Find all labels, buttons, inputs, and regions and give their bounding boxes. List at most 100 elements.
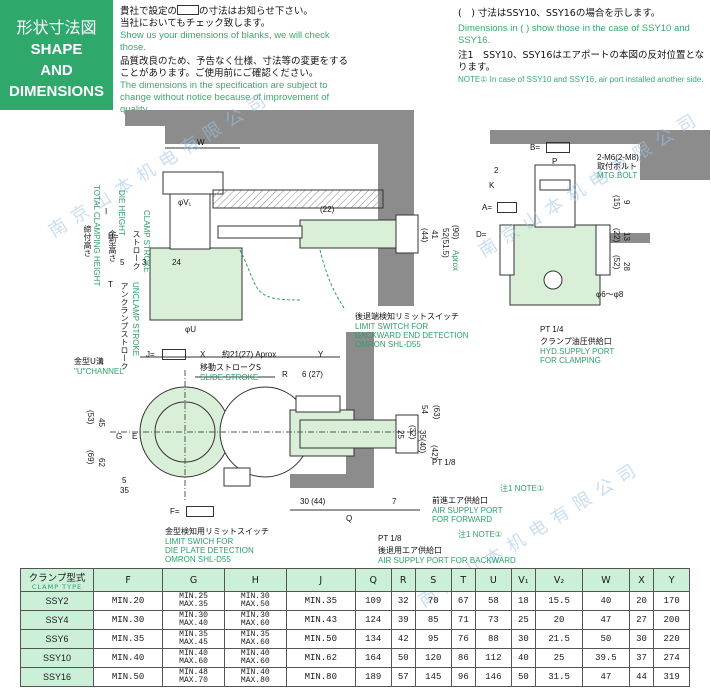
- label-channel-en: "U"CHANNEL: [74, 367, 124, 376]
- plan-cylinder-end: [395, 414, 419, 454]
- cylinder-top: [299, 219, 411, 249]
- cell-s: 95: [414, 629, 452, 649]
- cell-v2: 20: [535, 610, 583, 630]
- label-plan-d63: (63): [432, 405, 441, 420]
- cell-v1: 40: [510, 648, 537, 668]
- cell-x: 30: [628, 629, 655, 649]
- cell-g-min: MIN.30: [179, 611, 208, 620]
- cell-g-max: MAX.70: [179, 676, 208, 685]
- cell-h-min: MIN.30: [240, 592, 270, 601]
- cell-w: 39.5: [581, 648, 630, 668]
- cell-w: 47: [581, 667, 630, 687]
- cell-h-max: MAX.60: [240, 638, 270, 647]
- cell-u: 58: [475, 591, 512, 611]
- header-clamp-type-jp: クランプ型式: [28, 572, 86, 584]
- blank-j-box: [162, 349, 186, 360]
- label-ls-back-en3: OMRON SHL-D55: [355, 340, 421, 349]
- header-j: J: [285, 568, 356, 592]
- cell-v1: 18: [510, 591, 537, 611]
- cell-g-min: MIN.40: [179, 649, 208, 658]
- cell-y: 200: [653, 610, 690, 630]
- label-d52: 52(51.5): [441, 228, 450, 258]
- note-right-jp-2: 注1 SSY10、SSY16はエアポートの本図の反対位置となります。: [458, 50, 705, 73]
- cell-j: MIN.80: [285, 667, 356, 687]
- label-plan-d35b: 35(40): [418, 430, 427, 454]
- cell-u: 73: [475, 610, 512, 630]
- cell-f: MIN.50: [92, 667, 164, 687]
- label-side-d52: (52): [612, 255, 621, 270]
- header-x: X: [628, 568, 655, 592]
- cell-j: MIN.35: [285, 591, 356, 611]
- cylinder-end-top: [395, 214, 419, 254]
- label-side-d15: (15): [612, 195, 621, 210]
- label-m6: 2-M6(2-M8): [597, 153, 639, 162]
- label-hyd-en2: FOR CLAMPING: [540, 356, 601, 365]
- label-plan-d42: (42): [430, 445, 439, 460]
- cell-f: MIN.40: [92, 648, 164, 668]
- cell-x: 27: [628, 610, 655, 630]
- header-v2: V₂: [535, 568, 583, 592]
- side-flange-right: [595, 224, 611, 276]
- plan-cylinder: [299, 419, 411, 449]
- label-side-phi: φ6～φ8: [596, 290, 624, 299]
- note-left-en-1: Show us your dimensions of blanks, we wi…: [120, 30, 330, 53]
- note-right: ( ) 寸法はSSY10、SSY16の場合を示します。 Dimensions i…: [458, 8, 708, 86]
- label-b: B=: [530, 143, 541, 152]
- cell-g-max: MAX.45: [179, 638, 208, 647]
- cell-model: SSY2: [20, 591, 94, 611]
- label-stroke-jp: ストローク: [132, 230, 141, 270]
- cell-r: 39: [390, 610, 416, 630]
- label-plan-d32: (32): [408, 425, 417, 440]
- cell-v2: 31.5: [535, 667, 583, 687]
- cell-g-max: MAX.40: [179, 619, 208, 628]
- label-pt18a: PT 1/8: [432, 458, 456, 467]
- label-hyd-jp: クランプ油圧供給口: [540, 337, 612, 346]
- cell-u: 146: [475, 667, 512, 687]
- label-e: E: [132, 432, 138, 441]
- label-side-d22: (22): [612, 228, 621, 243]
- header-v1: V₁: [510, 568, 537, 592]
- blank-a-box: [497, 202, 517, 213]
- cell-t: 86: [450, 648, 477, 668]
- cell-h-max: MAX.60: [240, 657, 270, 666]
- label-d69: (69): [86, 450, 95, 465]
- label-unclamp-en: UNCLAMP STROKE: [131, 282, 140, 357]
- cell-j: MIN.43: [285, 610, 356, 630]
- table-header-row: クランプ型式 CLAMP TYPE F G H J Q R S T U V₁ V…: [20, 568, 690, 592]
- cell-q: 164: [354, 648, 392, 668]
- label-d3: 3: [142, 258, 147, 267]
- label-d90: (90): [451, 225, 460, 240]
- cell-h-max: MAX.60: [240, 619, 270, 628]
- label-bolt-en: MTG.BOLT: [597, 171, 638, 180]
- label-d2: 2: [494, 166, 499, 175]
- header-clamp-type: クランプ型式 CLAMP TYPE: [20, 568, 94, 592]
- cell-h-min: MIN.35: [240, 630, 270, 639]
- cell-q: 124: [354, 610, 392, 630]
- label-pt18b: PT 1/8: [378, 534, 402, 543]
- label-side-d13: 13: [622, 232, 631, 241]
- label-i: I: [105, 207, 108, 216]
- label-t: T: [108, 280, 113, 289]
- label-plan-d25: 25: [396, 430, 405, 439]
- label-stroke-en: CLAMP STROKE: [142, 210, 151, 273]
- label-phiv1: φV₁: [178, 198, 192, 207]
- label-q: Q: [346, 514, 353, 523]
- cell-u: 112: [475, 648, 512, 668]
- label-move-en: SLIDE STROKE: [200, 373, 259, 382]
- note-left-jp-1b: の寸法はお知らせ下さい。: [199, 6, 313, 17]
- label-aprox: Aprox: [451, 250, 460, 271]
- title-en-3: DIMENSIONS: [8, 83, 104, 100]
- header-t: T: [450, 568, 477, 592]
- cell-x: 44: [628, 667, 655, 687]
- cell-t: 96: [450, 667, 477, 687]
- header-w: W: [581, 568, 630, 592]
- label-note2: 注1 NOTE①: [458, 530, 503, 539]
- title-en-2: AND: [40, 62, 73, 79]
